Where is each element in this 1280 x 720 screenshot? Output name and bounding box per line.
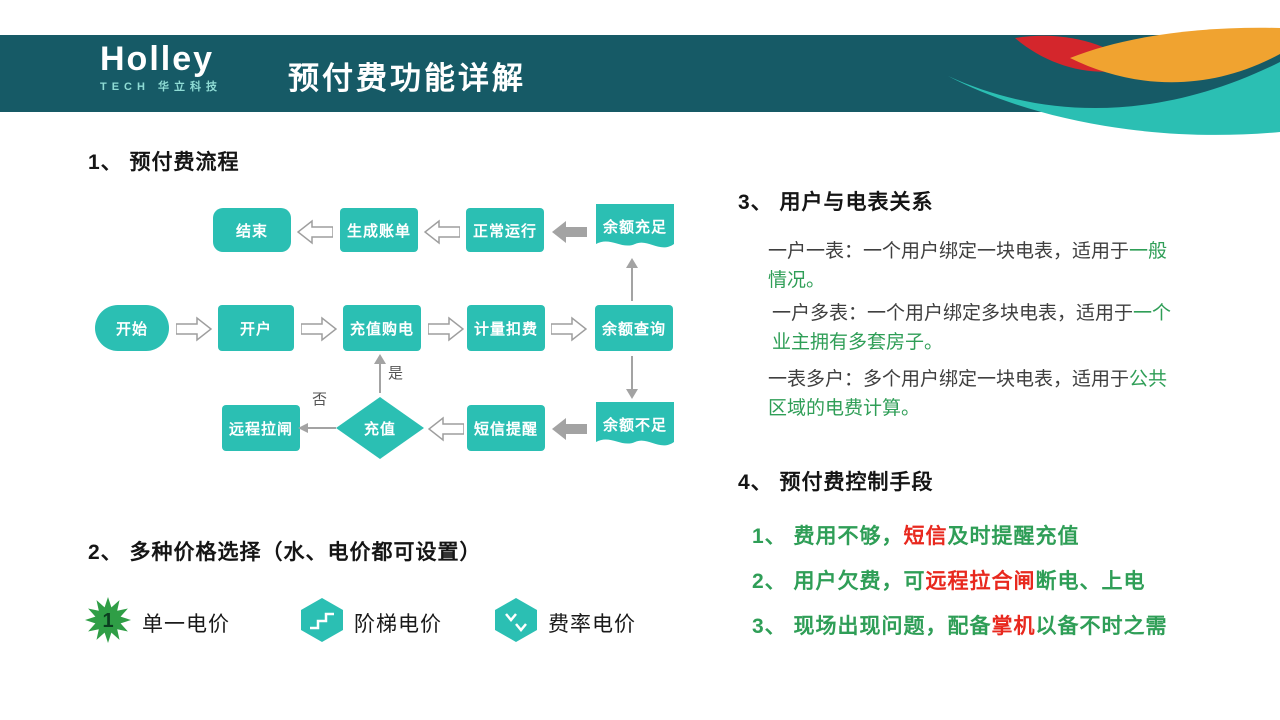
rate-price-icon xyxy=(495,598,537,642)
flow-node-generate-bill: 生成账单 xyxy=(340,208,418,252)
flow-node-label: 余额不足 xyxy=(602,416,667,434)
flow-node-end: 结束 xyxy=(213,208,291,252)
single-price-icon xyxy=(85,597,131,643)
section1-heading: 1、 预付费流程 xyxy=(88,151,240,174)
control-item: 3、 现场出现问题，配备掌机以备不时之需 xyxy=(752,610,1168,640)
arrow-outline-right-icon xyxy=(428,316,464,342)
arrow-up-yes-icon xyxy=(374,354,386,393)
document-shape-icon xyxy=(596,402,674,446)
flow-node-balance-enough: 余额充足 xyxy=(596,204,674,256)
price-label-rate: 费率电价 xyxy=(548,613,636,636)
arrow-outline-left-icon xyxy=(297,219,333,245)
flow-node-remote-trip: 远程拉闸 xyxy=(222,405,300,451)
company-logo: Holley TECH 华立科技 xyxy=(100,42,222,94)
control-text: 1、 费用不够， xyxy=(752,525,904,548)
section3-heading: 3、 用户与电表关系 xyxy=(738,191,934,214)
flow-node-balance-low: 余额不足 xyxy=(596,402,674,454)
control-highlight: 短信 xyxy=(903,525,948,548)
control-item: 2、 用户欠费，可远程拉合闸断电、上电 xyxy=(752,565,1146,595)
flow-label-no: 否 xyxy=(312,391,328,408)
arrow-solid-left-icon xyxy=(552,221,587,243)
flow-node-balance-query: 余额查询 xyxy=(595,305,673,351)
control-text: 以备不时之需 xyxy=(1035,615,1168,638)
logo-text: Holley xyxy=(100,40,215,78)
flow-node-purchase: 充值购电 xyxy=(343,305,421,351)
relation-item: 一户一表：一个用户绑定一块电表，适用于一般情况。 xyxy=(768,238,1176,295)
flow-node-start: 开始 xyxy=(95,305,169,351)
control-highlight: 掌机 xyxy=(991,615,1036,638)
control-highlight: 远程拉合闸 xyxy=(925,570,1036,593)
single-price-badge: 1 xyxy=(102,610,114,632)
control-item: 1、 费用不够，短信及时提醒充值 xyxy=(752,520,1080,550)
arrow-solid-left-icon xyxy=(552,418,587,440)
relation-item: 一表多户：多个用户绑定一块电表，适用于公共区域的电费计算。 xyxy=(768,366,1176,423)
section2-heading: 2、 多种价格选择（水、电价都可设置） xyxy=(88,541,482,564)
control-text: 及时提醒充值 xyxy=(947,525,1080,548)
arrow-down-icon xyxy=(626,356,638,399)
tier-price-icon xyxy=(301,598,343,642)
page-title: 预付费功能详解 xyxy=(288,61,526,96)
relation-text: 一表多户：多个用户绑定一块电表，适用于 xyxy=(768,369,1130,390)
relation-text: 一户多表：一个用户绑定多块电表，适用于 xyxy=(772,303,1134,324)
arrow-up-icon xyxy=(626,258,638,301)
flow-node-sms-remind: 短信提醒 xyxy=(467,405,545,451)
arrow-left-no-icon xyxy=(298,423,336,433)
relation-item: 一户多表：一个用户绑定多块电表，适用于一个业主拥有多套房子。 xyxy=(772,300,1180,357)
price-label-tier: 阶梯电价 xyxy=(354,613,442,636)
arrow-outline-right-icon xyxy=(551,316,587,342)
arrow-outline-right-icon xyxy=(176,316,212,342)
relation-highlight: 一般情况。 xyxy=(768,241,1168,291)
price-label-single: 单一电价 xyxy=(142,613,230,636)
arrow-outline-left-icon xyxy=(428,416,464,442)
flow-node-recharge-decision: 充值 xyxy=(336,397,424,459)
relation-text: 一户一表：一个用户绑定一块电表，适用于 xyxy=(768,241,1130,262)
arrow-outline-left-icon xyxy=(424,219,460,245)
flow-node-label: 充值 xyxy=(363,420,396,438)
document-shape-icon xyxy=(596,204,674,248)
flow-node-label: 余额充足 xyxy=(602,218,667,236)
arrow-outline-right-icon xyxy=(301,316,337,342)
control-text: 3、 现场出现问题，配备 xyxy=(752,615,992,638)
control-text: 断电、上电 xyxy=(1035,570,1146,593)
relation-highlight: 公共区域的电费计算。 xyxy=(768,369,1168,419)
control-text: 2、 用户欠费，可 xyxy=(752,570,926,593)
flow-node-metering: 计量扣费 xyxy=(467,305,545,351)
flow-node-open-account: 开户 xyxy=(218,305,294,351)
flow-node-normal-run: 正常运行 xyxy=(466,208,544,252)
diamond-shape-icon xyxy=(336,397,424,459)
flow-label-yes: 是 xyxy=(388,365,404,382)
relation-highlight: 一个业主拥有多套房子。 xyxy=(772,303,1172,353)
logo-subtext: TECH 华立科技 xyxy=(100,81,222,93)
section4-heading: 4、 预付费控制手段 xyxy=(738,471,934,494)
